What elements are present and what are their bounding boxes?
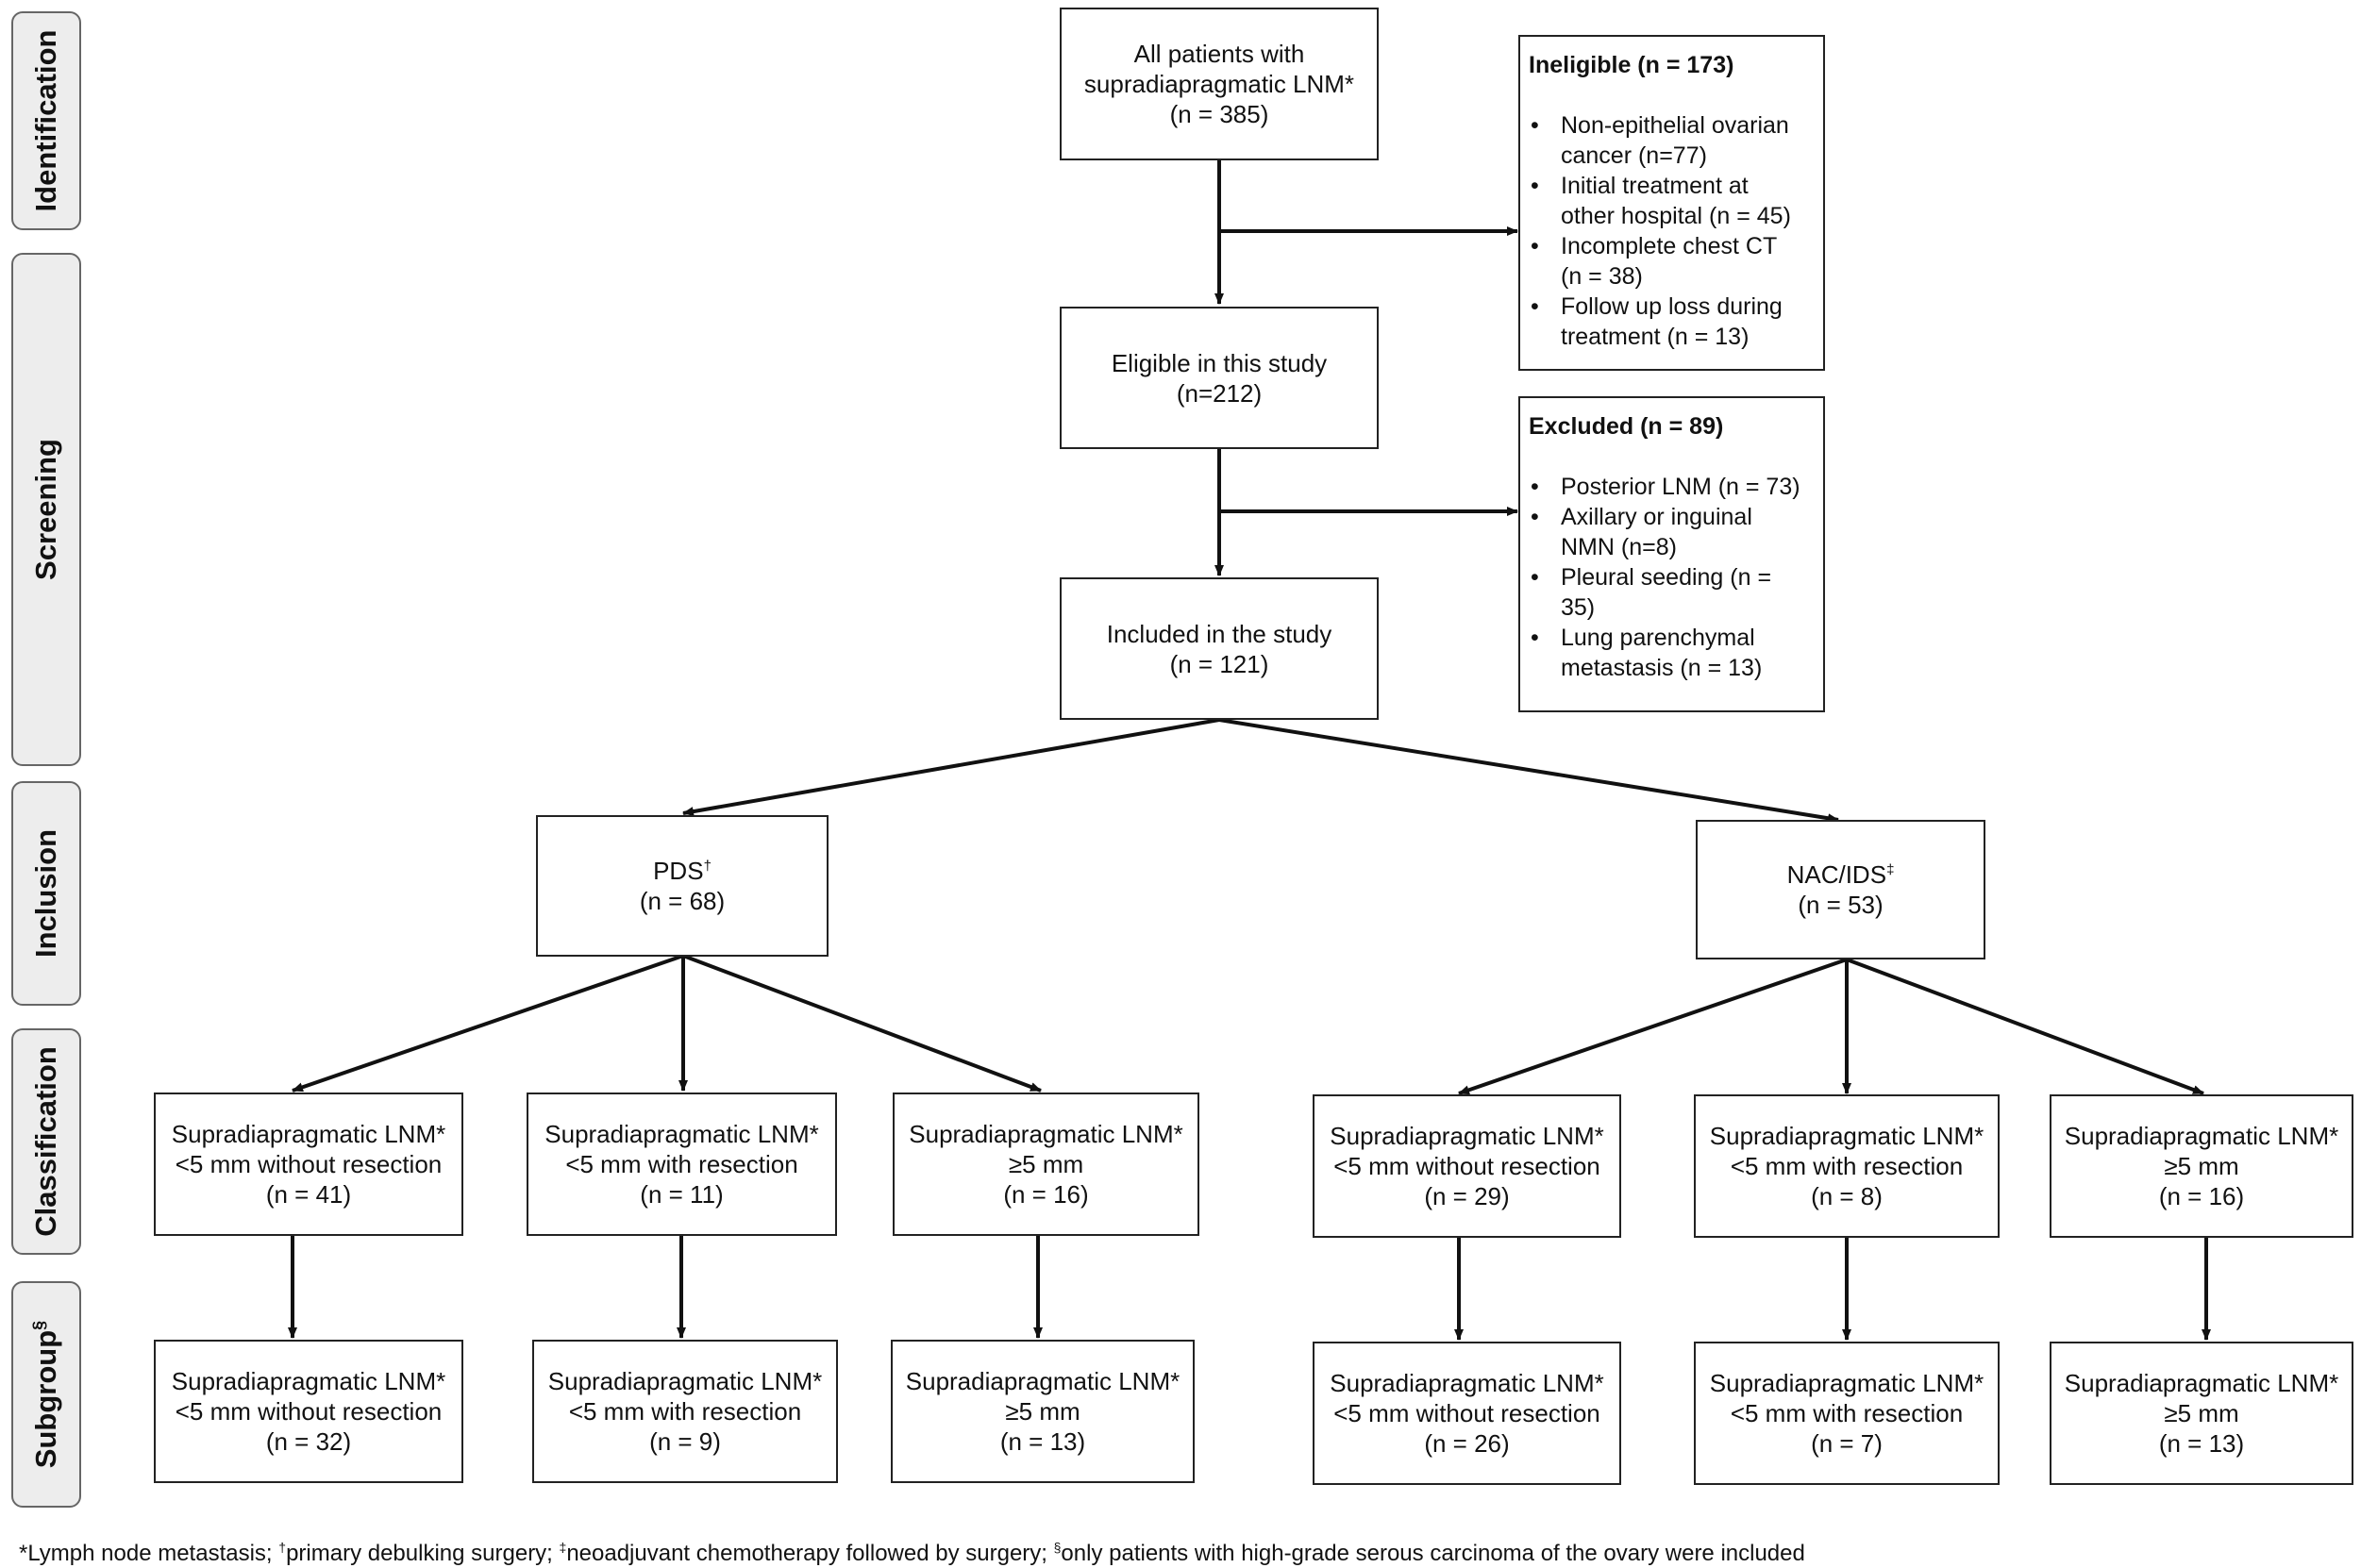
list-item: Incomplete chest CT(n = 38) — [1529, 231, 1814, 292]
excluded-list: Posterior LNM (n = 73) Axillary or ingui… — [1529, 472, 1814, 683]
box-sub-nac-lt5-resection: Supradiapragmatic LNM*<5 mm with resecti… — [1694, 1342, 2000, 1485]
box-sub-pds-lt5-no-resection: Supradiapragmatic LNM*<5 mm without rese… — [154, 1340, 463, 1483]
box-sub-pds-ge5: Supradiapragmatic LNM*≥5 mm(n = 13) — [891, 1340, 1195, 1483]
arrow-included-to-pds — [682, 718, 1220, 817]
stage-identification: Identification — [11, 11, 81, 230]
box-included: Included in the study (n = 121) — [1060, 577, 1379, 720]
box-excluded: Excluded (n = 89) Posterior LNM (n = 73)… — [1518, 396, 1825, 712]
arrow-pds-to-class-1 — [292, 954, 684, 1093]
box-sub-pds-lt5-resection: Supradiapragmatic LNM*<5 mm with resecti… — [532, 1340, 838, 1483]
arrow-included-to-nac — [1218, 718, 1839, 824]
list-item: Posterior LNM (n = 73) — [1529, 472, 1814, 502]
box-class-nac-ge5: Supradiapragmatic LNM*≥5 mm(n = 16) — [2050, 1094, 2353, 1238]
arrow-pds-to-class-3 — [682, 954, 1042, 1093]
box-sub-nac-ge5: Supradiapragmatic LNM*≥5 mm(n = 13) — [2050, 1342, 2353, 1485]
arrow-nac-to-class-1 — [1458, 958, 1848, 1095]
box-class-pds-ge5: Supradiapragmatic LNM*≥5 mm(n = 16) — [893, 1093, 1199, 1236]
box-class-nac-lt5-no-resection: Supradiapragmatic LNM*<5 mm without rese… — [1313, 1094, 1621, 1238]
box-eligible: Eligible in this study (n=212) — [1060, 307, 1379, 449]
box-sub-nac-lt5-no-resection: Supradiapragmatic LNM*<5 mm without rese… — [1313, 1342, 1621, 1485]
box-class-nac-lt5-resection: Supradiapragmatic LNM*<5 mm with resecti… — [1694, 1094, 2000, 1238]
box-class-pds-lt5-no-resection: Supradiapragmatic LNM*<5 mm without rese… — [154, 1093, 463, 1236]
box-all-patients: All patients with supradiapragmatic LNM*… — [1060, 8, 1379, 160]
box-nac-ids: NAC/IDS‡ (n = 53) — [1696, 820, 1985, 959]
box-pds: PDS† (n = 68) — [536, 815, 829, 957]
footnote: *Lymph node metastasis; †primary debulki… — [19, 1540, 1805, 1566]
box-ineligible: Ineligible (n = 173) Non-epithelial ovar… — [1518, 35, 1825, 371]
list-item: Pleural seeding (n =35) — [1529, 562, 1814, 623]
stage-screening: Screening — [11, 253, 81, 766]
arrow-nac-to-class-3 — [1846, 958, 2204, 1095]
stage-classification: Classification — [11, 1028, 81, 1255]
stage-inclusion: Inclusion — [11, 781, 81, 1006]
stage-subgroup: Subgroup§ — [11, 1281, 81, 1508]
box-class-pds-lt5-resection: Supradiapragmatic LNM*<5 mm with resecti… — [527, 1093, 837, 1236]
